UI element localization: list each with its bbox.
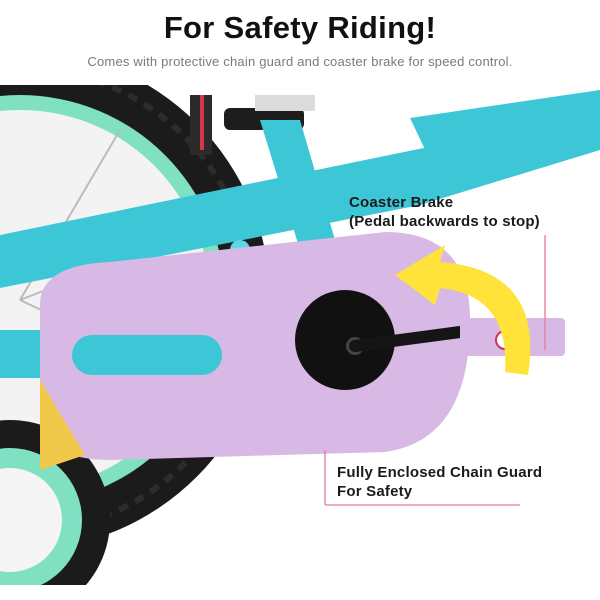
chain-guard-description: For Safety	[337, 483, 413, 500]
chain-guard-label: Fully Enclosed Chain Guard	[337, 464, 543, 481]
chain-guard-callout: Fully Enclosed Chain Guard For Safety	[337, 463, 542, 501]
crank-pedal	[295, 290, 565, 390]
coaster-brake-label: Coaster Brake	[349, 194, 454, 211]
coaster-brake-callout: Coaster Brake (Pedal backwards to stop)	[349, 193, 540, 231]
pedal-backwards-arrow	[395, 245, 531, 375]
coaster-brake-description: (Pedal backwards to stop)	[349, 213, 540, 230]
bike-photo	[0, 85, 600, 585]
training-wheel	[0, 420, 110, 585]
callout-lines	[324, 235, 546, 506]
page-subtitle: Comes with protective chain guard and co…	[87, 54, 513, 69]
page-title: For Safety Riding!	[163, 10, 437, 45]
chain-guard	[40, 232, 470, 470]
